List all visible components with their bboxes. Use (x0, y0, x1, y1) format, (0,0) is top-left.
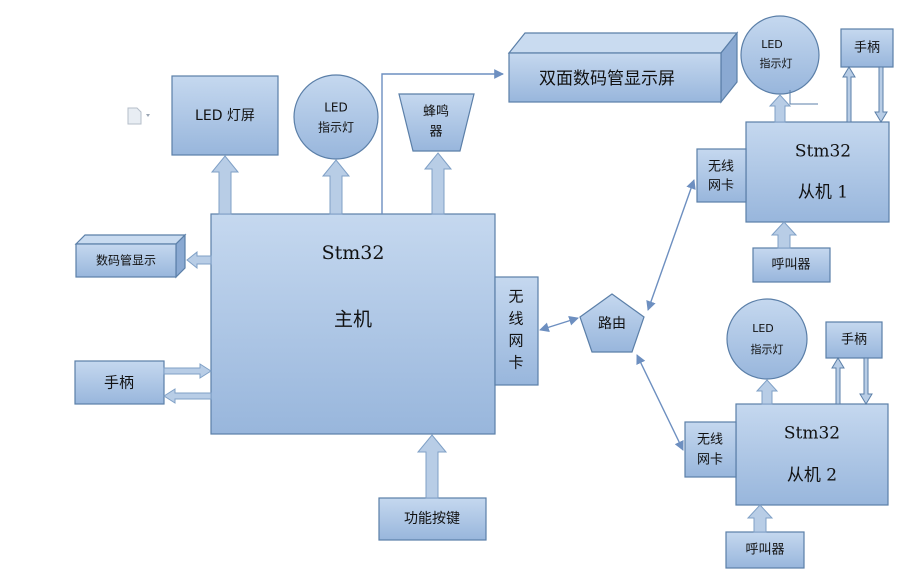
document-icon (127, 107, 150, 125)
slave1-led-label-1: LED (761, 38, 783, 51)
slave2-led-label-1: LED (752, 322, 774, 335)
master-wifi-card (494, 276, 539, 386)
slave1-handle-label: 手柄 (854, 41, 880, 56)
slave2-led-circle (726, 298, 808, 380)
dual-display-box (507, 31, 739, 104)
seg-display-arrow (186, 250, 212, 270)
master-wifi-char-3: 网 (508, 332, 523, 350)
master-role: 主机 (334, 309, 372, 331)
link-router-slave2 (636, 354, 684, 451)
slave1-wifi-box (696, 148, 747, 203)
slave2-role: 从机 2 (787, 466, 837, 486)
led-indicator-label-2: 指示灯 (318, 120, 354, 135)
master-wifi-char-2: 线 (508, 310, 523, 328)
slave1-led-circle (740, 15, 820, 95)
link-master-router (539, 315, 579, 333)
buzzer-shape (398, 93, 475, 152)
slave2-wifi-label-2: 网卡 (697, 453, 723, 468)
master-box (210, 213, 496, 435)
handle-arrow-out (163, 388, 212, 404)
slave2-caller-label: 呼叫器 (745, 543, 784, 558)
led-indicator-circle (293, 74, 379, 160)
buzzer-label-2: 器 (429, 125, 442, 140)
buzzer-arrow (423, 152, 453, 215)
slave1-handle-arrow-down (874, 66, 888, 123)
slave1-led-arrow (768, 94, 792, 123)
handle-arrow-in (163, 363, 212, 379)
slave1-caller-label: 呼叫器 (771, 258, 810, 273)
slave2-caller-arrow (746, 504, 774, 533)
link-router-slave1 (646, 179, 696, 311)
slave2-caller-box (725, 531, 805, 569)
slave1-led-wire (789, 90, 818, 105)
handle-label: 手柄 (104, 374, 134, 392)
slave1-caller-box (752, 247, 831, 283)
master-wifi-char-1: 无 (508, 288, 523, 306)
function-keys-label: 功能按键 (404, 511, 460, 527)
slave1-handle-arrow-up (842, 66, 856, 123)
dual-display-line (381, 69, 504, 214)
slave1-role: 从机 1 (798, 183, 848, 203)
dual-display-label: 双面数码管显示屏 (539, 69, 675, 89)
slave2-name: Stm32 (784, 424, 840, 444)
router-shape (579, 293, 645, 353)
slave1-led-label-2: 指示灯 (760, 56, 793, 70)
led-screen-arrow (210, 155, 240, 215)
led-indicator-label-1: LED (324, 101, 348, 115)
seg-display-box (74, 233, 187, 279)
slave2-handle-label: 手柄 (841, 333, 867, 348)
slave2-wifi-box (684, 421, 737, 478)
slave1-wifi-label-1: 无线 (708, 160, 734, 175)
buzzer-label-1: 蜂鸣 (423, 104, 449, 120)
led-screen-label: LED 灯屏 (195, 108, 255, 124)
handle-box (74, 360, 165, 405)
slave1-name: Stm32 (795, 142, 851, 162)
slave2-wifi-label-1: 无线 (697, 433, 723, 448)
slave1-caller-arrow (770, 221, 798, 249)
slave2-handle-arrow-up (831, 357, 845, 405)
slave2-handle-arrow-down (859, 357, 873, 405)
slave1-wifi-label-2: 网卡 (708, 179, 734, 194)
slave2-handle-box (825, 321, 883, 359)
router-label: 路由 (598, 316, 626, 332)
slave1-handle-box (840, 28, 894, 68)
seg-display-label: 数码管显示 (96, 253, 156, 268)
led-screen-box (171, 75, 279, 156)
slave2-box (735, 403, 889, 506)
slave2-led-label-2: 指示灯 (751, 342, 784, 356)
slave2-led-arrow (755, 379, 779, 405)
master-wifi-char-4: 卡 (508, 354, 523, 372)
led-indicator-arrow (321, 159, 351, 215)
function-keys-arrow (416, 434, 448, 499)
master-name: Stm32 (322, 242, 385, 264)
slave1-box (745, 121, 890, 223)
